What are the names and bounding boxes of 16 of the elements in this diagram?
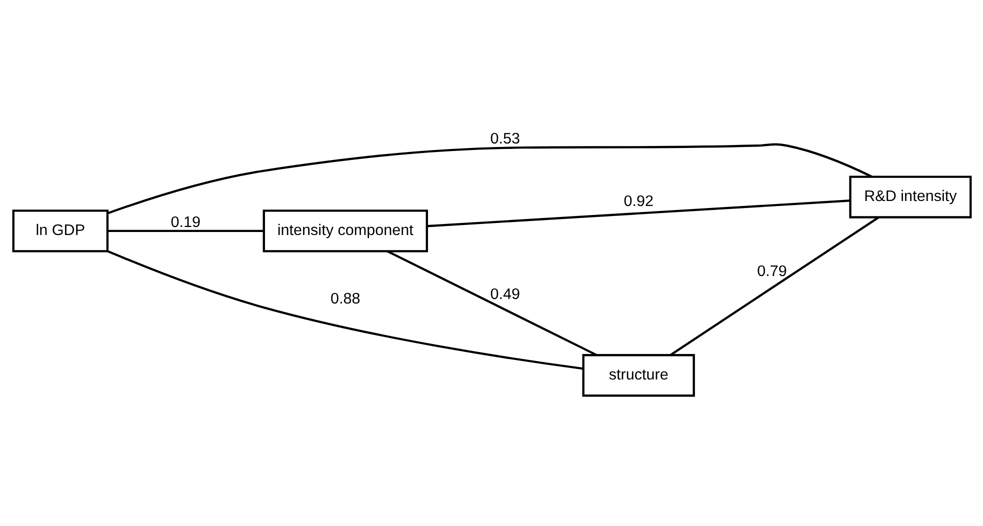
connector (107, 229, 264, 232)
edge-label: 0.79 (756, 262, 786, 280)
edge-label: 0.49 (490, 286, 520, 302)
edge-label: 0.92 (623, 192, 653, 210)
connector (426, 199, 850, 227)
node-box: intensity component (262, 209, 428, 252)
edge-label: 0.88 (330, 290, 360, 307)
edge-label: 0.19 (170, 213, 200, 230)
connector (386, 250, 597, 356)
connector (670, 216, 878, 356)
node-box: ln GDP (12, 209, 108, 252)
edge-label: 0.53 (490, 130, 520, 148)
node-box: structure (582, 354, 694, 396)
connector (106, 250, 583, 370)
node-box: R&D intensity (848, 175, 972, 218)
connector (106, 142, 872, 214)
